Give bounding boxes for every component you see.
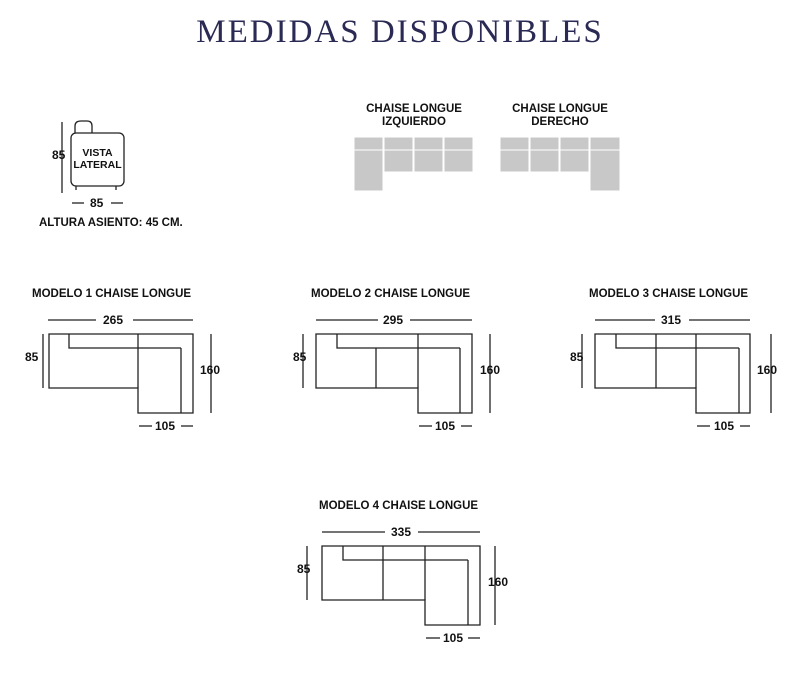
model-3-chaise-width-label: 105	[714, 419, 735, 433]
lateral-view-label-line1: VISTA	[82, 147, 113, 159]
model-3-title: MODELO 3 CHAISE LONGUE	[589, 288, 749, 300]
model-1-chaise-width-label: 105	[155, 419, 176, 433]
model-2-chaise-length-label: 160	[480, 363, 501, 377]
orientation-right-line1: CHAISE LONGUE	[512, 103, 608, 115]
model-2-chaise-width-label: 105	[435, 419, 456, 433]
model-1-depth-label: 85	[25, 350, 39, 364]
model-3-chaise-length-label: 160	[757, 363, 778, 377]
model-2-diagram	[302, 319, 491, 427]
chaise-left-icon	[353, 136, 474, 192]
model-1-outline	[48, 333, 194, 414]
model-4-outline	[321, 545, 481, 626]
model-4-diagram	[306, 531, 496, 639]
orientation-left-line1: CHAISE LONGUE	[366, 103, 462, 115]
model-1-diagram	[42, 319, 212, 427]
model-1-inner-backrest	[68, 334, 181, 349]
model-3-outline	[594, 333, 751, 414]
page-title: MEDIDAS DISPONIBLES	[196, 14, 604, 50]
model-3-inner-backrest	[615, 334, 739, 349]
lateral-depth-label: 85	[90, 196, 104, 210]
model-3-depth-label: 85	[570, 350, 584, 364]
orientation-right-line2: DERECHO	[531, 116, 589, 128]
model-3-diagram	[581, 319, 772, 427]
model-1-width-label: 265	[103, 313, 124, 327]
lateral-backrest	[74, 120, 93, 133]
lateral-height-label: 85	[52, 148, 66, 162]
orientation-left-line2: IZQUIERDO	[382, 116, 446, 128]
model-1-chaise-length-label: 160	[200, 363, 221, 377]
model-4-title: MODELO 4 CHAISE LONGUE	[319, 500, 479, 512]
model-4-depth-label: 85	[297, 562, 311, 576]
model-1-title: MODELO 1 CHAISE LONGUE	[32, 288, 192, 300]
model-2-depth-label: 85	[293, 350, 307, 364]
model-2-title: MODELO 2 CHAISE LONGUE	[311, 288, 471, 300]
chaise-right-icon	[499, 136, 621, 192]
lateral-view-label: VISTA LATERAL	[71, 147, 124, 171]
model-4-inner-backrest	[342, 546, 468, 561]
model-4-width-label: 335	[391, 525, 412, 539]
orientation-right-label: CHAISE LONGUE DERECHO	[496, 103, 624, 129]
model-4-chaise-width-label: 105	[443, 631, 464, 645]
seat-height-label: ALTURA ASIENTO: 45 CM.	[39, 217, 183, 229]
lateral-body	[70, 132, 125, 187]
model-2-outline	[315, 333, 473, 414]
model-2-width-label: 295	[383, 313, 404, 327]
model-3-width-label: 315	[661, 313, 682, 327]
model-4-chaise-length-label: 160	[488, 575, 509, 589]
orientation-left-label: CHAISE LONGUE IZQUIERDO	[350, 103, 478, 129]
lateral-view-label-line2: LATERAL	[73, 159, 122, 171]
model-2-inner-backrest	[336, 334, 460, 349]
